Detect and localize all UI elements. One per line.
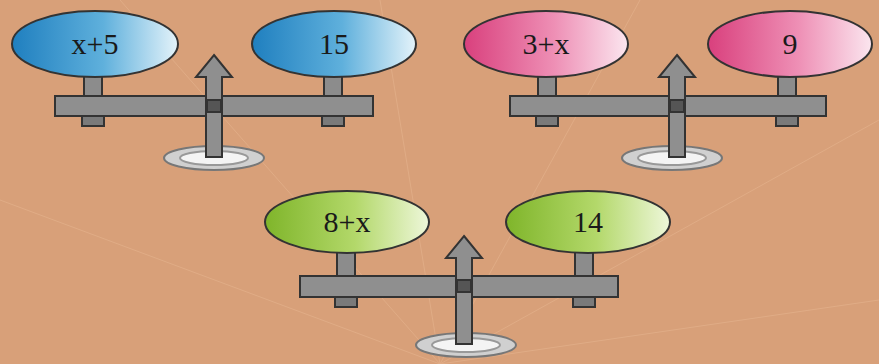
text-holder: 3+x xyxy=(462,9,630,79)
text-holder: 15 xyxy=(250,9,418,79)
text-holder: x+5 xyxy=(10,9,180,79)
text-holder: 9 xyxy=(706,9,874,79)
weight-ellipse: 15 xyxy=(250,9,418,79)
balance-scale xyxy=(300,236,618,357)
weight-ellipse: 9 xyxy=(706,9,874,79)
text-holder: 8+x xyxy=(263,189,431,255)
text-holder: 14 xyxy=(504,189,672,255)
weight-ellipse: x+5 xyxy=(10,9,180,79)
expression-text: 9 xyxy=(783,27,798,61)
expression-text: x+5 xyxy=(72,27,119,61)
weight-ellipse: 14 xyxy=(504,189,672,255)
expression-text: 3+x xyxy=(523,27,570,61)
expression-text: 15 xyxy=(319,27,349,61)
weight-ellipse: 3+x xyxy=(462,9,630,79)
expression-text: 8+x xyxy=(324,205,371,239)
weight-ellipse: 8+x xyxy=(263,189,431,255)
expression-text: 14 xyxy=(573,205,603,239)
